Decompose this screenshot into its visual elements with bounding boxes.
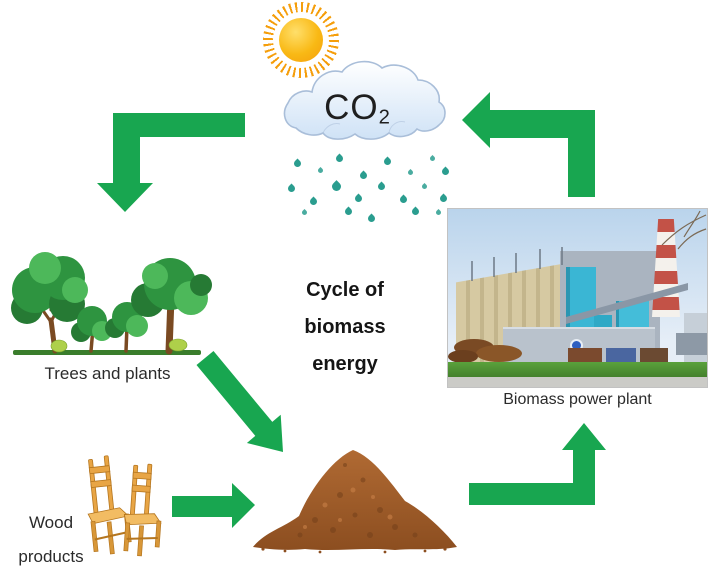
cloud-puff-lines: [322, 121, 406, 134]
raindrop-icon: [330, 180, 343, 193]
raindrop-icon: [358, 170, 369, 181]
raindrop-icon: [428, 154, 437, 163]
raindrop-icon: [343, 206, 354, 217]
sun-icon: [263, 2, 339, 78]
biomass-pile-icon: [253, 450, 457, 554]
raindrop-icon: [300, 208, 309, 217]
raindrop-icon: [292, 158, 303, 169]
rail-car: [568, 348, 602, 362]
pile-mound: [253, 450, 457, 550]
wood-label-line1: Wood: [28, 513, 74, 532]
raindrop-icon: [308, 196, 319, 207]
raindrop-icon: [434, 208, 443, 217]
cloud-shape: [283, 60, 446, 140]
raindrop-icon: [420, 182, 429, 191]
arrow-trees-to-pile-icon: [196, 351, 283, 452]
center-title: Cycle of biomass energy: [272, 272, 418, 383]
raindrop-icon: [316, 166, 325, 175]
sun-core: [279, 18, 323, 62]
co2-label: CO2: [324, 88, 391, 129]
plant-details-overlay: [471, 210, 707, 324]
co2-rain-cloud-icon: [283, 60, 446, 140]
raindrop-icon: [286, 183, 297, 194]
raindrop-icon: [334, 153, 345, 164]
power-plant-photo: [447, 208, 708, 388]
raindrop-icon: [366, 213, 377, 224]
plant-road: [448, 377, 707, 387]
wood-stockpile: [476, 345, 522, 362]
rail-car: [606, 348, 636, 362]
plant-right-shed: [676, 333, 707, 355]
wood-label-line2: products: [18, 547, 84, 566]
wood-stockpile: [448, 350, 478, 363]
arrow-plant-to-co2-icon: [462, 92, 595, 197]
trees-icon: [11, 252, 212, 355]
raindrop-icon: [376, 181, 387, 192]
center-title-line3: energy: [312, 353, 378, 375]
raindrop-icon: [353, 193, 364, 204]
raindrop-icon: [410, 206, 421, 217]
plant-grass: [448, 362, 707, 377]
raindrop-icon: [406, 168, 415, 177]
raindrop-icon: [382, 156, 393, 167]
trees-label: Trees and plants: [44, 364, 171, 383]
raindrop-icon: [438, 193, 449, 204]
rail-car: [640, 348, 668, 362]
plant-label: Biomass power plant: [503, 391, 652, 408]
wooden-chairs-icon: [87, 455, 162, 557]
raindrop-icon: [398, 194, 409, 205]
arrow-wood-to-pile-icon: [172, 483, 255, 528]
arrow-co2-to-trees-icon: [97, 113, 245, 212]
center-title-line2: biomass: [304, 316, 386, 338]
center-title-line1: Cycle of: [306, 279, 384, 301]
arrow-pile-to-plant-icon: [469, 423, 606, 505]
wood-products-label: Wood products: [0, 506, 102, 570]
raindrop-icon: [440, 166, 451, 177]
